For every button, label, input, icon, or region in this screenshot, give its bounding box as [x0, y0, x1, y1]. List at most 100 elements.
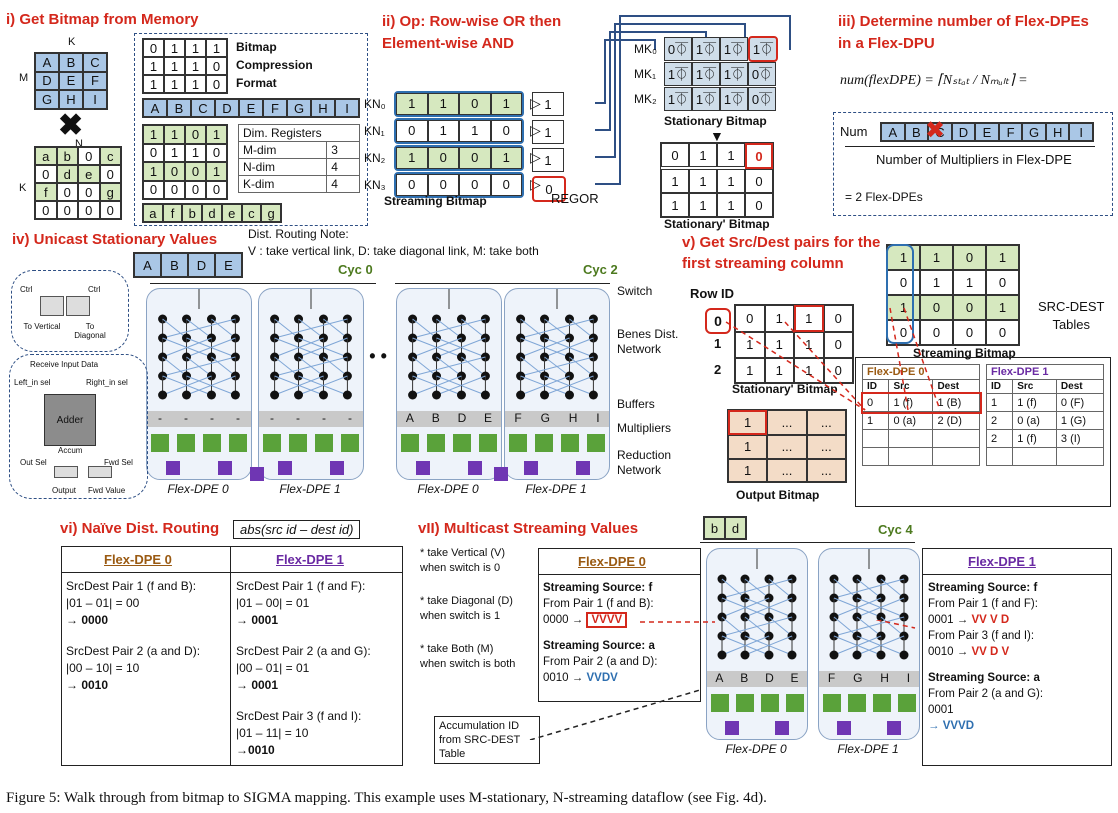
- multiplier: [897, 694, 916, 712]
- n-cell: f: [35, 183, 57, 201]
- n-cell: 0: [99, 201, 121, 219]
- rule-line: when switch is both: [420, 658, 516, 670]
- multiplier: [289, 434, 307, 452]
- stat-cell: 1: [764, 332, 794, 358]
- stat-cell: 1: [794, 357, 824, 383]
- num-value: E: [975, 123, 999, 141]
- mk-cell: 1⏁: [692, 36, 720, 61]
- m-cell: F: [83, 71, 107, 91]
- table-cell: 1 (B): [932, 393, 980, 412]
- num-label: Num: [840, 124, 868, 139]
- mk-cell: 1⏁: [720, 86, 748, 111]
- multicast-notes: * take Vertical (V)when switch is 0* tak…: [420, 546, 515, 690]
- table-cell: [1012, 447, 1057, 466]
- srcdest-pair: SrcDest Pair 2 (a and D):|00 – 10| = 10→…: [66, 643, 200, 694]
- m-cell: I: [83, 90, 107, 109]
- srcdest-pair: SrcDest Pair 1 (f and B):|01 – 01| = 00→…: [66, 578, 200, 629]
- pair-line: SrcDest Pair 2 (a and D):: [66, 644, 201, 658]
- adder-node: [524, 461, 538, 475]
- pair-line: |01 – 01| = 00: [66, 596, 140, 610]
- stream-value: d: [725, 517, 746, 539]
- routing-rule: * take Vertical (V)when switch is 0: [420, 546, 515, 576]
- benes-network: [158, 289, 240, 400]
- to-vertical: To Vertical: [23, 322, 61, 331]
- buffer-cell: -: [210, 411, 214, 425]
- table-header: ID: [985, 379, 1014, 394]
- section-vi-title: vi) Naïve Dist. Routing: [60, 520, 220, 537]
- pair-line: SrcDest Pair 1 (f and F):: [236, 579, 366, 593]
- buffer-cell: -: [296, 411, 300, 425]
- bitmap-cell: 1: [185, 57, 206, 75]
- adder-node: [468, 461, 482, 475]
- left-sel: Left_in sel: [14, 378, 51, 387]
- out-cell: ...: [806, 435, 846, 459]
- bitmap-cell: 1: [143, 57, 164, 75]
- multiplier: [315, 434, 333, 452]
- value-cell: b: [182, 204, 203, 222]
- reduction-row: [147, 461, 251, 475]
- flex-dpe-label: Flex-DPE 1: [279, 482, 341, 496]
- stat-cell: 1: [764, 305, 794, 333]
- flex-dpe-label: Flex-DPE 1: [525, 482, 587, 496]
- table-cell: 1 (f): [1012, 393, 1057, 412]
- out-cell: 1: [728, 458, 768, 482]
- link-square: [250, 467, 264, 481]
- buffer-cell: -: [236, 411, 240, 425]
- multiplier: [427, 434, 445, 452]
- adder-node: [887, 721, 901, 735]
- figure-caption: Figure 5: Walk through from bitmap to SI…: [6, 790, 767, 806]
- regor-cell: 1: [532, 148, 564, 172]
- adder-node: [278, 461, 292, 475]
- output-bitmap-label: Output Bitmap: [736, 488, 820, 502]
- reduction-row: [505, 461, 609, 475]
- benes-network: [516, 289, 598, 400]
- regor-cell: 1: [532, 120, 564, 144]
- stationary-prime-label-v: Stationary' Bitmap: [732, 382, 838, 396]
- m-cell: G: [35, 90, 59, 109]
- pair-line: → 0001: [236, 678, 279, 692]
- buffer-cell: E: [790, 671, 799, 685]
- sb-cell: 0: [920, 295, 953, 320]
- bit-cell: 1: [459, 119, 491, 142]
- mk-cell: 1⏁: [692, 61, 720, 86]
- cross-icon: ✖: [925, 117, 946, 144]
- multiplier: [203, 434, 221, 452]
- naive-col-1: SrcDest Pair 1 (f and F):|01 – 00| = 01→…: [236, 578, 371, 773]
- n-cell: d: [56, 165, 78, 183]
- value-cell: a: [143, 204, 163, 222]
- route-vvvd: VV V D: [971, 614, 1010, 626]
- buffer-cell: E: [484, 411, 493, 425]
- buffer-cell: D: [765, 671, 774, 685]
- value-cell: G: [287, 99, 311, 117]
- multiplier: [872, 694, 891, 712]
- multiply-icon: ✖: [58, 109, 84, 142]
- down-arrow-icon: ▼: [710, 128, 724, 144]
- table-cell: 2 (D): [932, 411, 980, 430]
- unicast-value: B: [161, 253, 188, 277]
- route-vvvv: VVVV: [586, 612, 628, 628]
- bit-cell: 1: [427, 92, 459, 115]
- adder-node: [166, 461, 180, 475]
- num-value: I: [1069, 123, 1093, 141]
- bitmap-cell: 1: [164, 39, 185, 57]
- statp-cell: 1: [689, 169, 717, 193]
- k2-label: K: [19, 182, 27, 194]
- bitmap-cell: 1: [143, 162, 164, 181]
- table-cell: [861, 447, 890, 466]
- bitmap-cell: 0: [143, 39, 164, 57]
- table-header: Dest: [1055, 379, 1105, 394]
- mk-cell: 1⏁: [720, 61, 748, 86]
- unicast-value: A: [134, 253, 161, 277]
- rule-line: when switch is 0: [420, 562, 501, 574]
